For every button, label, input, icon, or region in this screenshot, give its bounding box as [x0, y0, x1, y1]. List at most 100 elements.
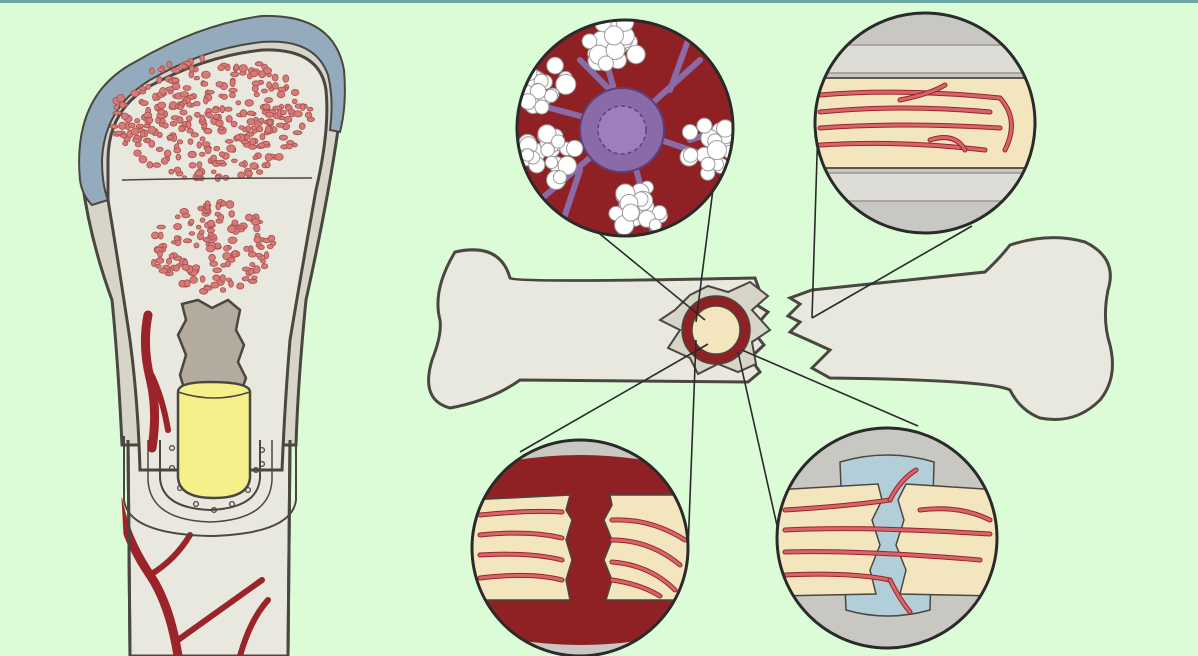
trabecula: [203, 96, 209, 105]
trabecula: [229, 78, 236, 87]
trabecula: [264, 153, 273, 162]
trabecula: [201, 141, 211, 147]
trabecula: [218, 151, 225, 158]
trabecula: [287, 108, 296, 115]
trabecula: [157, 67, 164, 73]
vessel: [898, 83, 947, 102]
periosteal-vessel-branch: [175, 577, 265, 643]
blood-vessels: [782, 467, 993, 615]
trabecula: [300, 103, 306, 111]
inset-hematoma: [470, 438, 690, 656]
trabecula: [261, 263, 269, 270]
trabecula: [165, 257, 172, 265]
blood-cell: [621, 203, 640, 222]
trabecula: [203, 285, 213, 291]
trabecula: [145, 83, 152, 90]
trabecula: [266, 72, 272, 78]
blood-cell: [555, 73, 577, 95]
trabecula: [173, 147, 182, 154]
trabecula: [236, 282, 245, 290]
trabecula: [226, 144, 236, 153]
trabecula: [257, 244, 265, 250]
trabecula: [212, 274, 221, 282]
trabecula: [219, 274, 226, 283]
trabecula: [193, 75, 200, 81]
trabecula: [130, 89, 140, 98]
trabecula: [194, 169, 204, 177]
canal: [244, 486, 252, 494]
trabecula: [179, 109, 188, 116]
trabecula: [183, 279, 191, 288]
trabecula: [120, 133, 128, 139]
trabecula: [181, 263, 190, 271]
periosteal-vessel-branch: [147, 532, 193, 578]
trabecula: [194, 111, 201, 118]
trabecula: [219, 287, 227, 293]
trabecula: [187, 150, 197, 159]
trabecula: [155, 263, 162, 269]
trabecula: [201, 70, 211, 79]
trabecula: [138, 155, 148, 164]
trabecula: [132, 137, 141, 143]
canal: [258, 460, 266, 468]
trabecula: [215, 159, 226, 165]
osteoclast-nucleus: [597, 105, 647, 155]
trabecula: [203, 127, 213, 135]
trabecula: [149, 67, 155, 75]
trabecula: [215, 81, 224, 88]
trabecula: [156, 224, 166, 230]
trabecula: [156, 76, 163, 84]
vessel: [783, 527, 992, 536]
vessel: [818, 106, 992, 114]
trabecula: [204, 146, 212, 155]
canal: [228, 500, 236, 508]
trabecula: [274, 153, 284, 161]
trabecula: [292, 130, 303, 136]
trabecula: [210, 281, 220, 289]
trabecula: [196, 161, 203, 169]
trabecula: [262, 103, 271, 110]
trabecula: [248, 278, 258, 284]
blood-cell: [696, 117, 713, 134]
trabecula: [185, 120, 192, 129]
trabecula: [224, 106, 233, 112]
blood-cell: [544, 88, 558, 103]
trabecula: [160, 157, 169, 165]
trabecula: [255, 169, 264, 175]
yellow-marrow-top: [177, 391, 251, 399]
trabecula: [168, 253, 175, 259]
trabecula: [233, 63, 240, 71]
articular-cartilage: [78, 14, 346, 207]
trabecula: [278, 134, 288, 141]
vessel: [818, 123, 1002, 130]
trabecula: [227, 224, 236, 234]
vessel: [928, 136, 967, 152]
trabecula: [182, 85, 192, 91]
trabecula: [208, 253, 216, 262]
trabecula: [155, 116, 161, 124]
trabecula: [185, 115, 193, 122]
trabecula: [244, 134, 251, 140]
trabecula: [213, 145, 221, 152]
trabecula: [253, 121, 263, 126]
trabecula: [220, 200, 227, 207]
blood-cell: [597, 55, 614, 72]
trabecula: [271, 73, 279, 82]
trabecula: [171, 77, 180, 84]
trabecula: [128, 122, 136, 128]
trabecula: [282, 74, 290, 83]
trabecula: [260, 88, 268, 94]
trabecula: [266, 81, 273, 89]
trabecula: [275, 122, 285, 128]
trabecula: [190, 132, 199, 138]
trabecula: [199, 217, 206, 223]
trabecula: [182, 238, 193, 244]
epiphyseal-trabeculae: [109, 54, 315, 182]
vessel: [478, 531, 564, 540]
trabecula: [175, 153, 182, 161]
trabecula: [231, 250, 238, 258]
blood-vessels: [817, 82, 1014, 153]
vessel: [783, 572, 892, 582]
trabecula: [165, 86, 175, 92]
